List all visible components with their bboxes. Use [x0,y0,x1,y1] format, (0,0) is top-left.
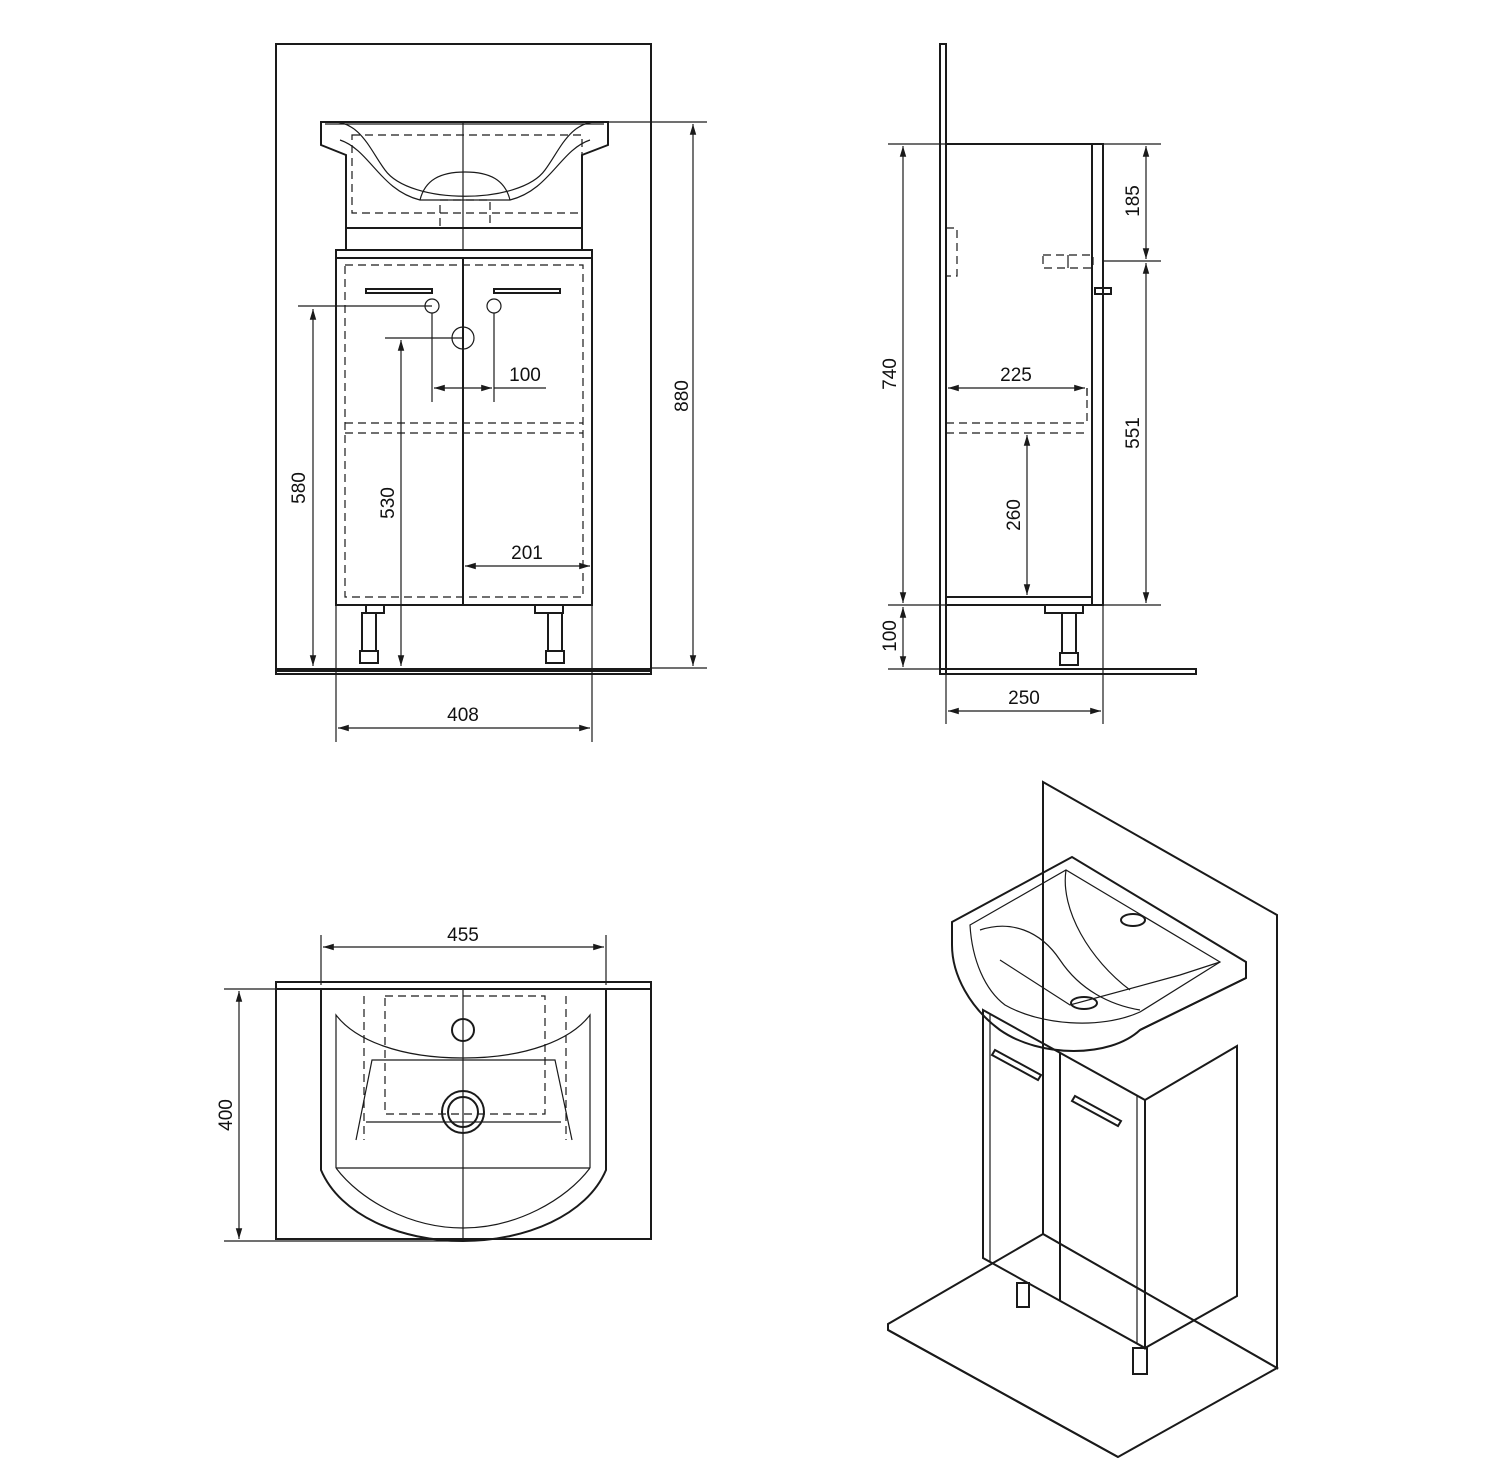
isometric-view [887,780,1280,1459]
dim-drain-height: 530 [378,487,399,519]
iso-floor [887,1232,1280,1459]
top-view: 455 400 [216,925,652,1243]
dim-depth: 250 [1008,688,1040,709]
basin-front [320,121,609,251]
dim-basin-depth: 400 [216,1099,237,1131]
dim-top-to-outlet: 185 [1123,185,1144,217]
dim-outlet-height: 551 [1123,417,1144,449]
side-view: 740 100 225 260 185 551 250 [880,43,1197,724]
dim-tap-spacing: 100 [509,365,541,386]
dim-leg-height: 100 [880,620,901,652]
dim-total-height: 880 [672,380,693,412]
front-view: 880 580 530 100 201 408 [275,43,707,742]
dim-cabinet-width: 408 [447,705,479,726]
dim-tap-height: 580 [289,472,310,504]
legs-front [359,604,565,664]
dim-shelf-depth: 225 [1000,365,1032,386]
dim-shelf-height: 260 [1004,499,1025,531]
handle-right [493,288,561,294]
dim-door-width: 201 [511,543,543,564]
cabinet-front [335,249,593,606]
handle-left [365,288,433,294]
dim-basin-width: 455 [447,925,479,946]
cabinet-side [945,143,1104,606]
dim-body-height: 740 [880,358,901,390]
